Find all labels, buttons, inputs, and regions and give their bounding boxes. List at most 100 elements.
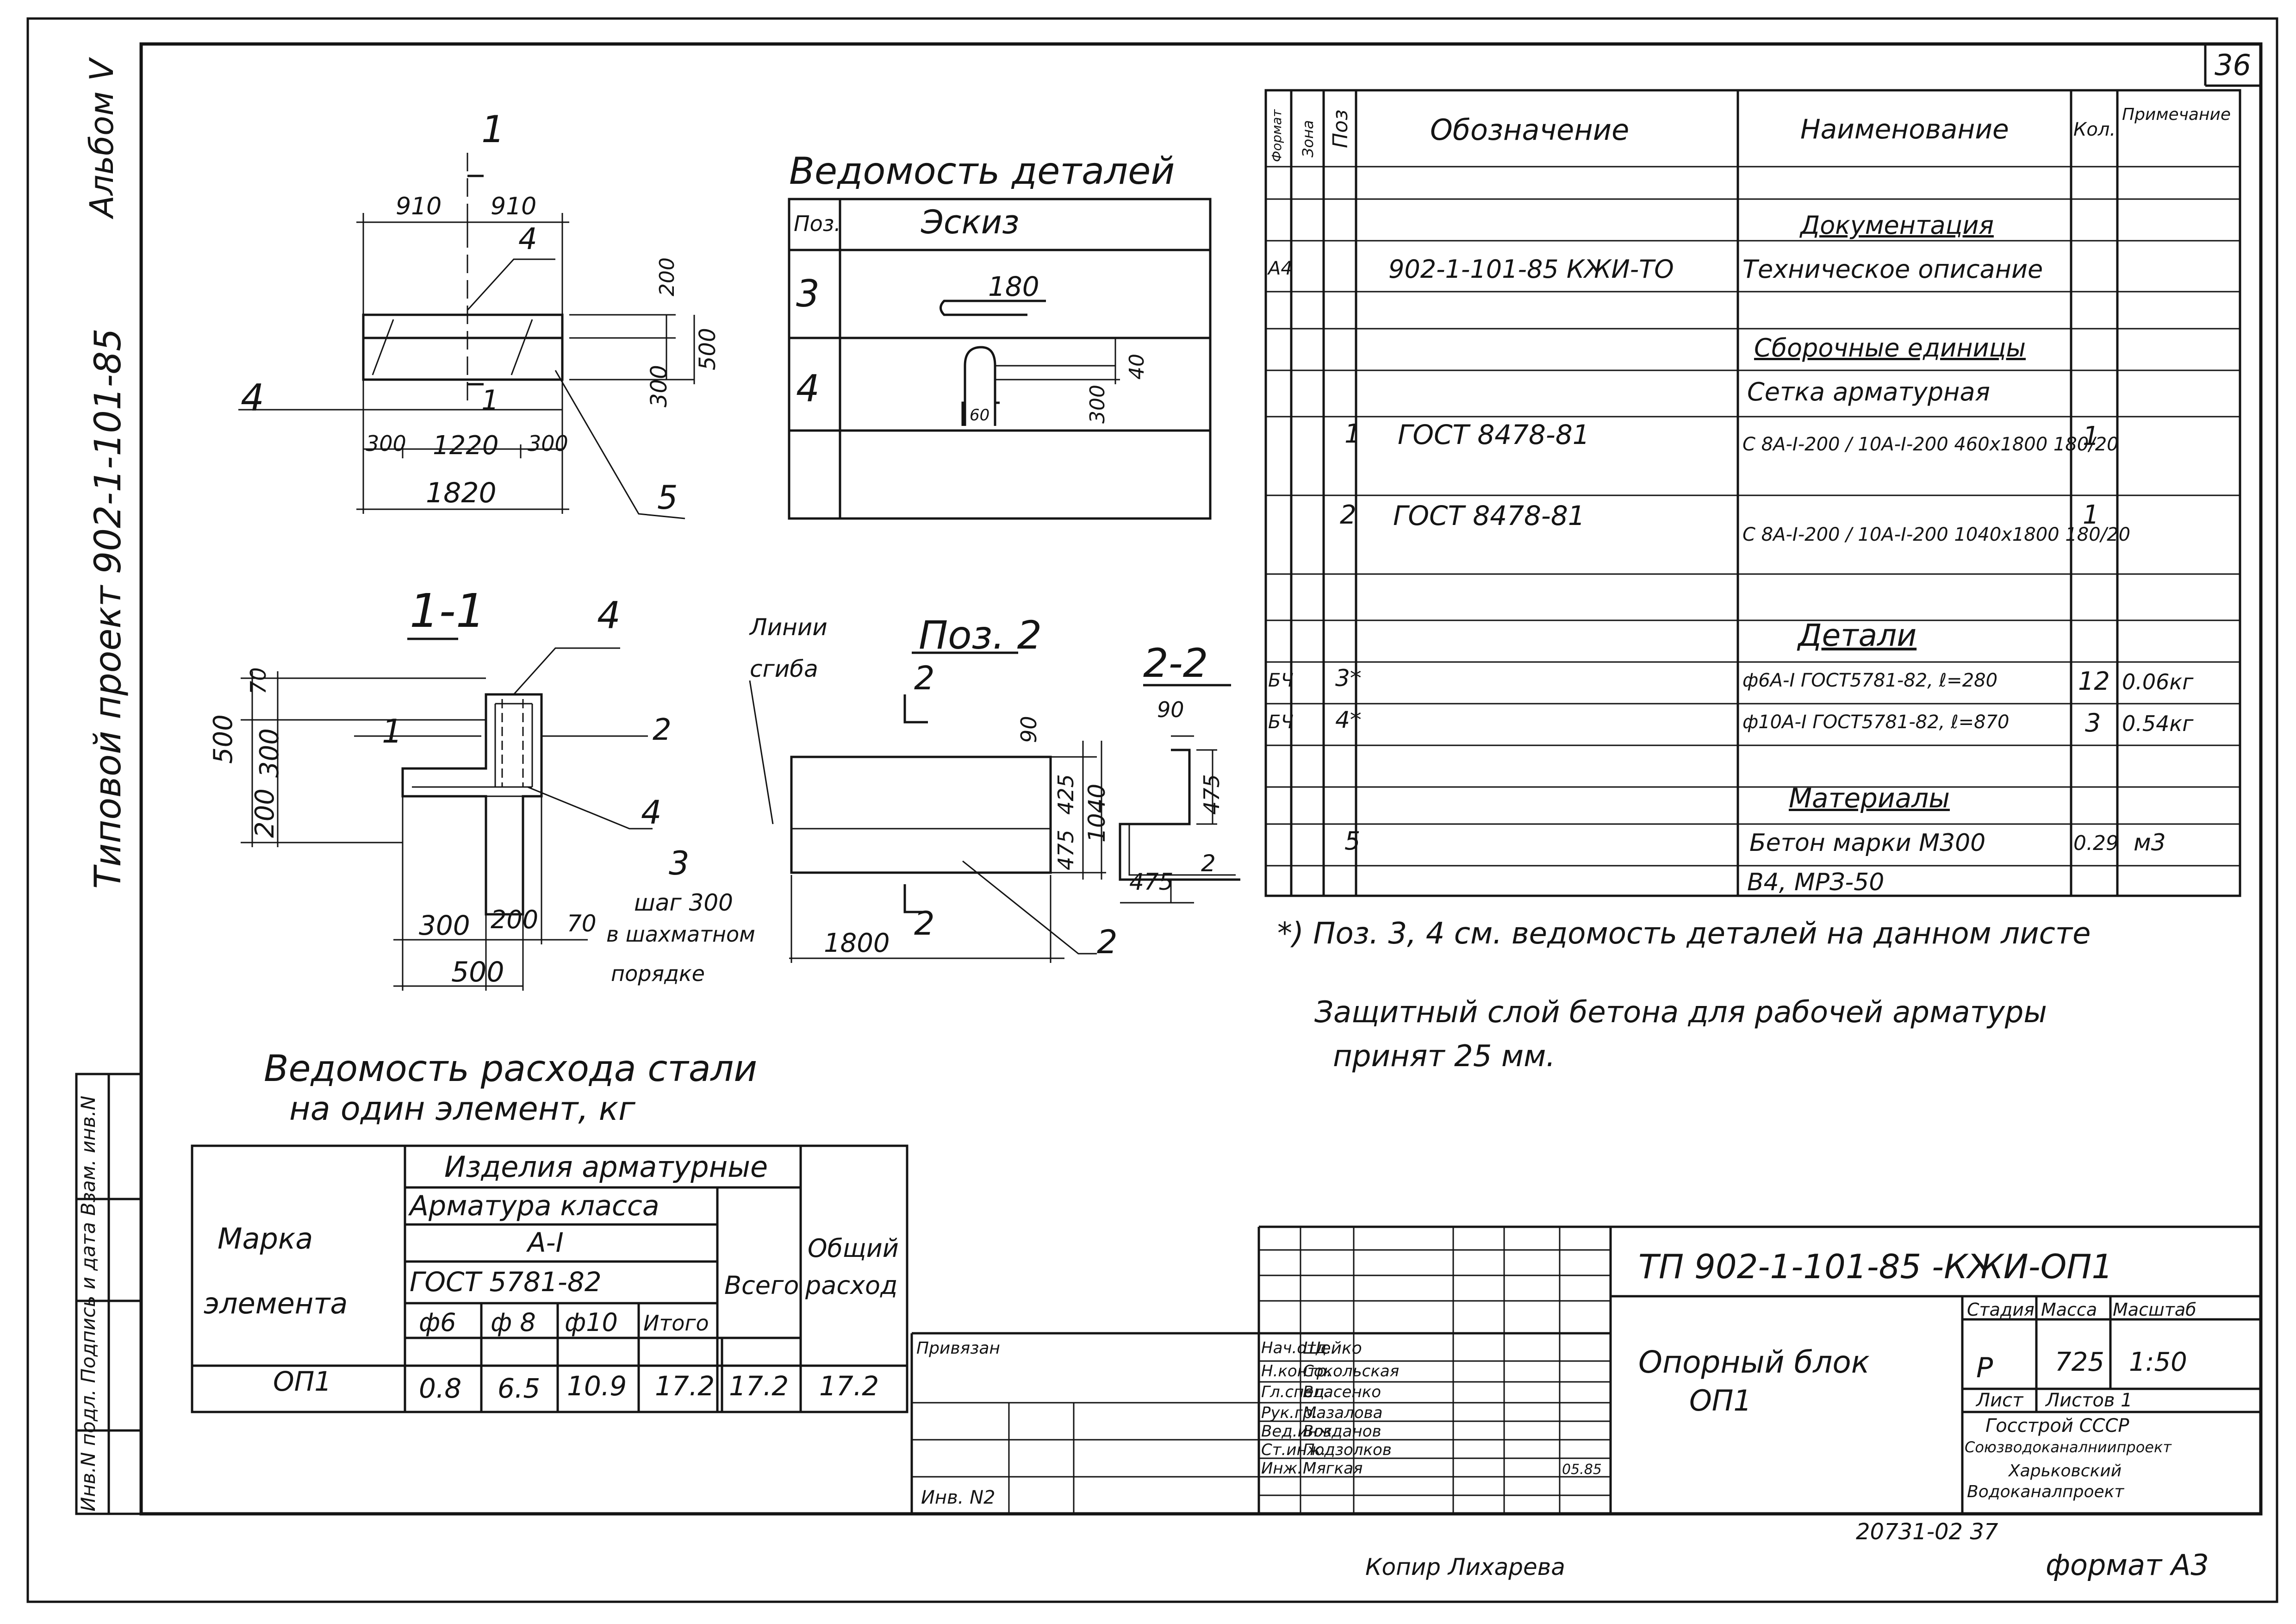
spec-row-8-format: БЧ bbox=[1268, 670, 1294, 691]
spec-row-5-pos: 1 bbox=[1344, 419, 1361, 449]
details-table-lines bbox=[788, 198, 1212, 520]
spec-row-8-pos: 3* bbox=[1335, 665, 1362, 692]
spec-h-note: Примечание bbox=[2122, 105, 2231, 124]
s22-callout-2: 2 bbox=[1201, 850, 1216, 877]
plan-callout-4-top: 4 bbox=[518, 222, 537, 256]
spec-row-11-qty: 0.29 bbox=[2073, 831, 2119, 855]
tb-role-5: Вед.инж. bbox=[1261, 1422, 1338, 1441]
tb-org-3: Харьковский bbox=[2009, 1462, 2122, 1480]
spec-h-zone: Зона bbox=[1299, 120, 1317, 157]
details-pos-4: 4 bbox=[796, 367, 820, 410]
plan-dim-200: 200 bbox=[655, 257, 679, 296]
spec-row-3-name: Сборочные единицы bbox=[1754, 333, 2026, 362]
spec-h-qty: Кол. bbox=[2073, 119, 2116, 140]
spec-row-8-qty: 12 bbox=[2078, 667, 2110, 696]
spec-row-8-note: 0.06кг bbox=[2122, 669, 2194, 694]
format-label: формат А3 bbox=[2046, 1548, 2209, 1582]
tb-role-2: Н.контр. bbox=[1261, 1362, 1332, 1380]
spec-row-8-name: ф6А-I ГОСТ5781-82, ℓ=280 bbox=[1742, 670, 1998, 691]
pos2-bend-label-2: сгиба bbox=[750, 656, 818, 682]
s11-dim-200: 200 bbox=[250, 788, 280, 838]
plan-dim-1820: 1820 bbox=[426, 477, 497, 509]
tb-sheet: Лист bbox=[1976, 1390, 2023, 1411]
sheet-number: 36 bbox=[2215, 48, 2251, 82]
plan-dim-500: 500 bbox=[695, 328, 721, 370]
inner-frame bbox=[139, 42, 2263, 1516]
plan-dim-300-l: 300 bbox=[366, 431, 406, 456]
spec-row-11-name: Бетон марки М300 bbox=[1749, 829, 1986, 857]
s22-dim-475-v: 475 bbox=[1199, 774, 1224, 815]
tb-name-row-4: Мазалова bbox=[1303, 1404, 1383, 1422]
spec-row-6-name: С 8А-I-200 / 10А-I-200 1040х1800 180/20 bbox=[1742, 524, 2131, 545]
section-1-1 bbox=[241, 637, 653, 991]
spec-row-9-name: ф10А-I ГОСТ5781-82, ℓ=870 bbox=[1742, 712, 2010, 733]
steel-h-gost: ГОСТ 5781-82 bbox=[410, 1266, 602, 1298]
s11-dim-500-b: 500 bbox=[451, 956, 504, 988]
steel-row-itogo: 17.2 bbox=[655, 1370, 715, 1402]
s11-callout-4-top: 4 bbox=[597, 594, 621, 637]
section-2-2-title: 2-2 bbox=[1143, 640, 1208, 687]
tb-role-4: Рук.гр. bbox=[1261, 1404, 1318, 1422]
s11-note-1: шаг 300 bbox=[634, 889, 733, 916]
tb-name-row-7: Мягкая bbox=[1303, 1459, 1363, 1478]
tb-stage: Р bbox=[1976, 1352, 1993, 1384]
spec-h-name: Наименование bbox=[1800, 113, 2009, 145]
s11-callout-1: 1 bbox=[382, 712, 403, 750]
s11-note-2: в шахматном bbox=[606, 922, 755, 947]
plan-view bbox=[238, 153, 695, 519]
s11-note-3: порядке bbox=[611, 961, 705, 986]
copied-by: Копир Лихарева bbox=[1365, 1554, 1565, 1580]
spec-h-pos: Поз bbox=[1329, 109, 1352, 148]
s22-dim-475-h: 475 bbox=[1129, 868, 1174, 895]
spec-row-6-pos: 2 bbox=[1340, 500, 1356, 530]
s11-callout-3: 3 bbox=[669, 844, 690, 882]
details-dim-60: 60 bbox=[970, 406, 990, 425]
tb-role-6: Ст.инж. bbox=[1261, 1441, 1326, 1459]
spec-row-9-pos: 4* bbox=[1335, 706, 1362, 733]
steel-title-2: на один элемент, кг bbox=[289, 1090, 635, 1128]
steel-row-f8: 6.5 bbox=[498, 1373, 541, 1404]
steel-h-itogo: Итого bbox=[643, 1311, 709, 1336]
steel-row-f6: 0.8 bbox=[419, 1373, 462, 1404]
note-2: Защитный слой бетона для рабочей арматур… bbox=[1314, 995, 2047, 1030]
spec-row-11-note: м3 bbox=[2134, 829, 2166, 856]
project-side-label: Типовой проект 902-1-101-85 bbox=[87, 328, 129, 889]
steel-h-mark-1: Марка bbox=[218, 1222, 313, 1255]
section-2-2 bbox=[1119, 684, 1240, 904]
spec-row-2-format: А4 bbox=[1268, 258, 1293, 279]
s11-callout-4: 4 bbox=[641, 793, 662, 831]
tb-h-mass: Масса bbox=[2041, 1299, 2097, 1320]
spec-row-6-qty: 1 bbox=[2083, 500, 2099, 530]
note-3: принят 25 мм. bbox=[1333, 1039, 1556, 1074]
spec-row-11-pos: 5 bbox=[1344, 826, 1361, 856]
tb-org-1: Госстрой СССР bbox=[1985, 1415, 2129, 1437]
section-1-1-title: 1-1 bbox=[410, 584, 485, 638]
pos2-title: Поз. 2 bbox=[919, 612, 1042, 658]
spec-row-7-name: Детали bbox=[1798, 618, 1917, 653]
tb-bound: Привязан bbox=[916, 1339, 1000, 1358]
spec-row-4-name: Сетка арматурная bbox=[1747, 377, 1991, 406]
tb-org-2: Союзводоканалниипроект bbox=[1965, 1438, 2172, 1456]
steel-h-ai: А-I bbox=[528, 1227, 564, 1258]
steel-h-total-2: расход bbox=[805, 1271, 898, 1300]
title-block-lines bbox=[910, 1225, 2261, 1514]
tb-org-4: Водоканалпроект bbox=[1967, 1482, 2124, 1501]
spec-row-9-note: 0.54кг bbox=[2122, 711, 2194, 736]
steel-row-all: 17.2 bbox=[729, 1370, 789, 1402]
s11-dim-200-b: 200 bbox=[491, 905, 539, 934]
pos2-dim-475: 475 bbox=[1053, 830, 1078, 870]
tb-name-row-6: Подзолков bbox=[1303, 1441, 1392, 1459]
sheet-code: 20731-02 37 bbox=[1856, 1519, 1998, 1545]
outer-frame bbox=[26, 17, 2278, 1603]
plan-callout-5: 5 bbox=[657, 479, 678, 517]
tb-name-1: Опорный блок bbox=[1638, 1344, 1870, 1380]
s11-callout-2: 2 bbox=[653, 713, 672, 747]
spec-table-lines bbox=[1264, 89, 2241, 897]
spec-row-2-name: Техническое описание bbox=[1742, 255, 2043, 284]
tb-name-2: ОП1 bbox=[1689, 1384, 1752, 1418]
spec-row-5-qty: 1 bbox=[2083, 421, 2099, 451]
spec-row-2-designation: 902-1-101-85 КЖИ-ТО bbox=[1388, 255, 1674, 284]
note-1: *) Поз. 3, 4 см. ведомость деталей на да… bbox=[1277, 917, 2091, 951]
s11-dim-300-b: 300 bbox=[419, 910, 470, 941]
